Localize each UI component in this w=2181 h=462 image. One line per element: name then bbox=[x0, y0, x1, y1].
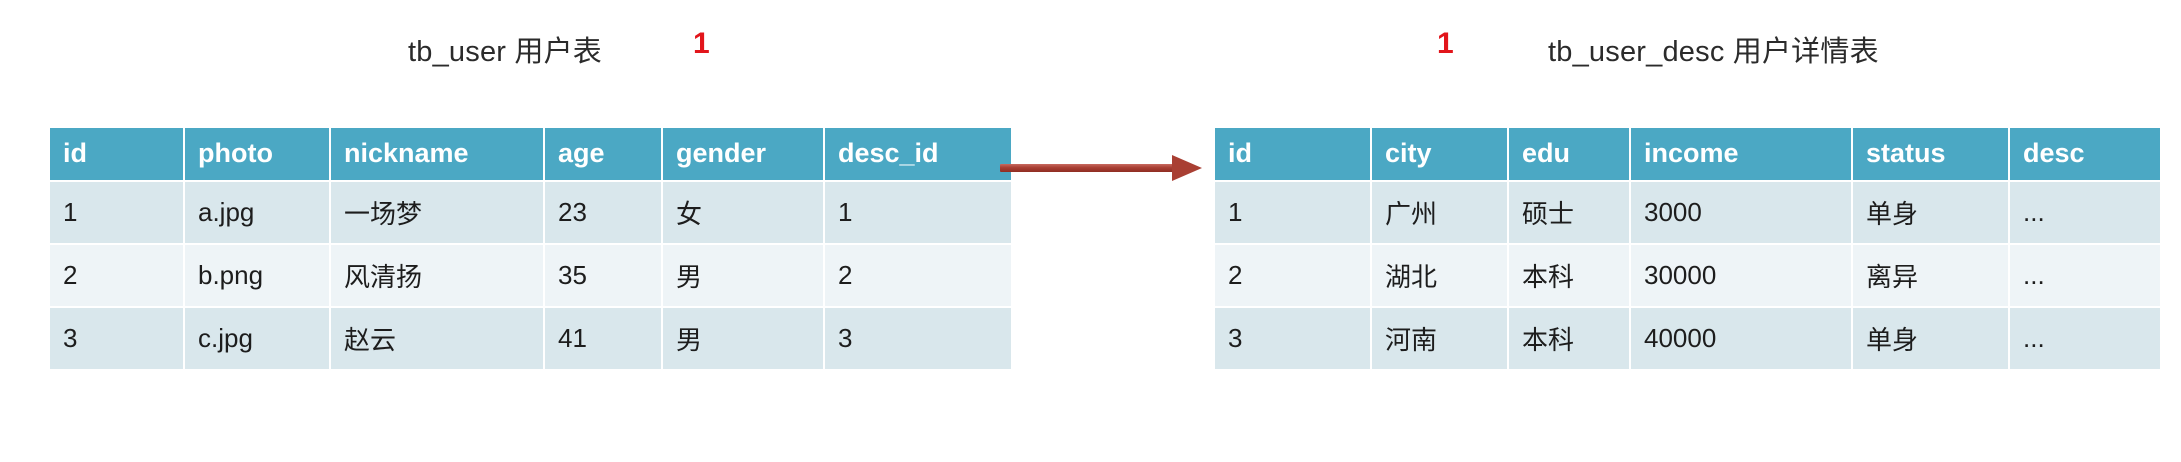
table-tb-user: id photo nickname age gender desc_id 1 a… bbox=[48, 126, 1013, 371]
relationship-arrow bbox=[1000, 155, 1218, 181]
cell-income: 30000 bbox=[1631, 245, 1851, 306]
cell-photo: c.jpg bbox=[185, 308, 329, 369]
cell-id: 2 bbox=[50, 245, 183, 306]
left-table-title: tb_user 用户表 bbox=[408, 36, 602, 68]
cell-desc: ... bbox=[2010, 245, 2160, 306]
cell-status: 单身 bbox=[1853, 308, 2008, 369]
cell-edu: 硕士 bbox=[1509, 182, 1629, 243]
table-header-row: id city edu income status desc bbox=[1215, 128, 2160, 180]
cell-desc-id: 3 bbox=[825, 308, 1011, 369]
arrow-line bbox=[1000, 164, 1178, 172]
cell-age: 41 bbox=[545, 308, 661, 369]
column-header-photo[interactable]: photo bbox=[185, 128, 329, 180]
cell-nickname: 一场梦 bbox=[331, 182, 543, 243]
table-header-row: id photo nickname age gender desc_id bbox=[50, 128, 1011, 180]
cell-edu: 本科 bbox=[1509, 308, 1629, 369]
cell-desc: ... bbox=[2010, 182, 2160, 243]
cell-income: 40000 bbox=[1631, 308, 1851, 369]
cell-gender: 男 bbox=[663, 308, 823, 369]
cell-gender: 男 bbox=[663, 245, 823, 306]
cell-desc: ... bbox=[2010, 308, 2160, 369]
table-row: 2 b.png 风清扬 35 男 2 bbox=[50, 245, 1011, 306]
cell-city: 湖北 bbox=[1372, 245, 1507, 306]
table-row: 1 广州 硕士 3000 单身 ... bbox=[1215, 182, 2160, 243]
cell-desc-id: 2 bbox=[825, 245, 1011, 306]
cell-edu: 本科 bbox=[1509, 245, 1629, 306]
cell-gender: 女 bbox=[663, 182, 823, 243]
cell-id: 3 bbox=[50, 308, 183, 369]
column-header-nickname[interactable]: nickname bbox=[331, 128, 543, 180]
cell-city: 广州 bbox=[1372, 182, 1507, 243]
table-tb-user-desc: id city edu income status desc 1 广州 硕士 3… bbox=[1213, 126, 2162, 371]
right-arrow-icon bbox=[1172, 155, 1202, 181]
table-row: 3 c.jpg 赵云 41 男 3 bbox=[50, 308, 1011, 369]
right-table-title: tb_user_desc 用户详情表 bbox=[1548, 36, 1879, 68]
column-header-desc[interactable]: desc bbox=[2010, 128, 2160, 180]
cell-age: 23 bbox=[545, 182, 661, 243]
cell-income: 3000 bbox=[1631, 182, 1851, 243]
column-header-gender[interactable]: gender bbox=[663, 128, 823, 180]
cell-status: 单身 bbox=[1853, 182, 2008, 243]
cell-photo: b.png bbox=[185, 245, 329, 306]
cell-id: 3 bbox=[1215, 308, 1370, 369]
table-row: 2 湖北 本科 30000 离异 ... bbox=[1215, 245, 2160, 306]
cell-status: 离异 bbox=[1853, 245, 2008, 306]
column-header-city[interactable]: city bbox=[1372, 128, 1507, 180]
cell-photo: a.jpg bbox=[185, 182, 329, 243]
cell-id: 1 bbox=[50, 182, 183, 243]
column-header-age[interactable]: age bbox=[545, 128, 661, 180]
column-header-status[interactable]: status bbox=[1853, 128, 2008, 180]
column-header-desc-id[interactable]: desc_id bbox=[825, 128, 1011, 180]
cell-id: 1 bbox=[1215, 182, 1370, 243]
cell-desc-id: 1 bbox=[825, 182, 1011, 243]
table-row: 3 河南 本科 40000 单身 ... bbox=[1215, 308, 2160, 369]
cell-nickname: 风清扬 bbox=[331, 245, 543, 306]
cell-nickname: 赵云 bbox=[331, 308, 543, 369]
right-cardinality-label: 1 bbox=[1437, 27, 1454, 60]
cell-id: 2 bbox=[1215, 245, 1370, 306]
column-header-id[interactable]: id bbox=[1215, 128, 1370, 180]
table-row: 1 a.jpg 一场梦 23 女 1 bbox=[50, 182, 1011, 243]
column-header-edu[interactable]: edu bbox=[1509, 128, 1629, 180]
cell-age: 35 bbox=[545, 245, 661, 306]
cell-city: 河南 bbox=[1372, 308, 1507, 369]
column-header-income[interactable]: income bbox=[1631, 128, 1851, 180]
left-cardinality-label: 1 bbox=[693, 27, 710, 60]
column-header-id[interactable]: id bbox=[50, 128, 183, 180]
